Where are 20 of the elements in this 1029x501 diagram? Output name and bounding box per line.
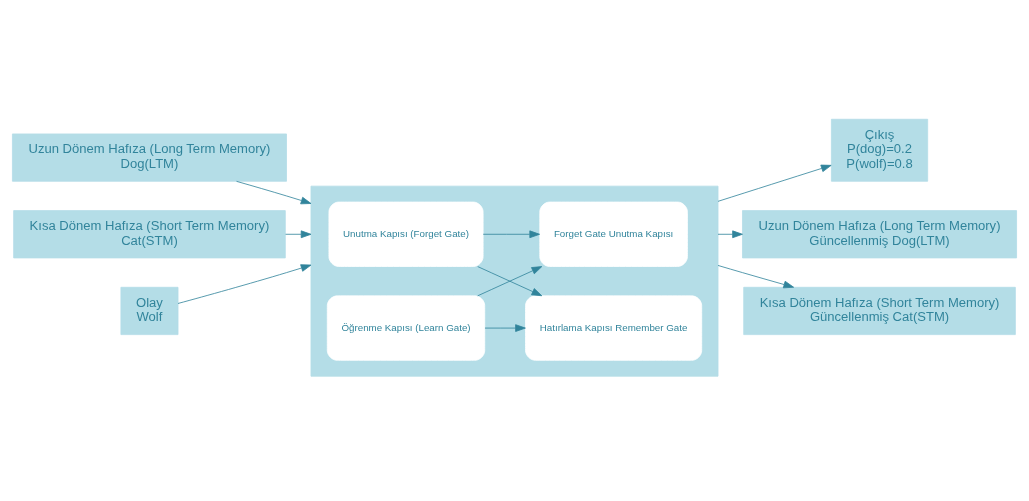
node-box: Olay Wolf bbox=[120, 286, 179, 335]
arrow bbox=[482, 229, 540, 238]
cluster bbox=[310, 185, 719, 377]
node-box: Kısa Dönem Hafıza (Short Term Memory) Cat(STM) bbox=[13, 209, 286, 258]
node-box: Çıkış P(dog)=0.2 P(wolf)=0.8 bbox=[831, 118, 929, 182]
node-box: Hatırlama Kapısı Remember Gate bbox=[525, 294, 703, 361]
arrow bbox=[484, 323, 526, 332]
node-box: Forget Gate Unutma Kapısı bbox=[539, 201, 688, 267]
node-box: Uzun Dönem Hafıza (Long Term Memory) Güncellenmiş Dog(LTM) bbox=[742, 209, 1017, 258]
arrow bbox=[477, 265, 543, 296]
arrow bbox=[717, 164, 832, 202]
arrow bbox=[177, 263, 312, 304]
arrow bbox=[717, 264, 795, 288]
arrow bbox=[236, 180, 312, 204]
node-box: Unutma Kapısı (Forget Gate) bbox=[328, 201, 484, 267]
node-box: Öğrenme Kapısı (Learn Gate) bbox=[326, 294, 486, 361]
arrow bbox=[717, 229, 743, 238]
node-box: Kısa Dönem Hafıza (Short Term Memory) Güncellenmiş Cat(STM) bbox=[743, 286, 1016, 335]
arrow bbox=[285, 229, 312, 238]
node-box: Uzun Dönem Hafıza (Long Term Memory) Dog(LTM) bbox=[12, 133, 287, 182]
